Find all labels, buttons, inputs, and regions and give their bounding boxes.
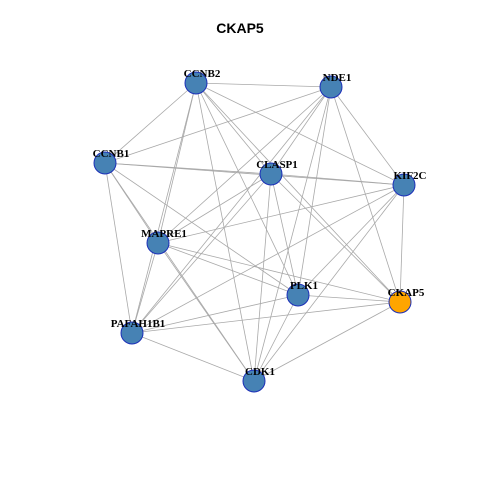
edge-plk1-pafah1b1 [131, 294, 299, 334]
graph-title: CKAP5 [216, 20, 264, 36]
edge-nde1-ckap5 [330, 86, 401, 303]
edge-nde1-clasp1 [270, 86, 332, 175]
node-label-plk1: PLK1 [290, 280, 318, 292]
edge-mapre1-plk1 [157, 242, 299, 296]
edge-kif2c-pafah1b1 [131, 184, 405, 334]
node-clasp1[interactable] [259, 162, 283, 186]
edge-nde1-mapre1 [157, 86, 332, 244]
edge-clasp1-cdk1 [253, 173, 272, 382]
node-label-clasp1: CLASP1 [256, 159, 298, 171]
node-ccnb1[interactable] [93, 151, 117, 175]
node-label-ccnb2: CCNB2 [184, 68, 221, 80]
node-ccnb2[interactable] [184, 71, 208, 95]
node-nde1[interactable] [319, 75, 343, 99]
edge-mapre1-pafah1b1 [131, 242, 159, 334]
edge-plk1-cdk1 [253, 294, 299, 382]
edge-mapre1-cdk1 [157, 242, 255, 382]
edge-layer [104, 82, 405, 382]
edge-clasp1-kif2c [270, 173, 405, 186]
edge-ccnb2-ccnb1 [104, 82, 197, 164]
edge-ccnb2-clasp1 [195, 82, 272, 175]
edge-mapre1-ckap5 [157, 242, 401, 303]
edge-ccnb2-nde1 [195, 82, 332, 88]
edge-ccnb1-plk1 [104, 162, 299, 296]
edge-clasp1-mapre1 [157, 173, 272, 244]
edge-kif2c-cdk1 [253, 184, 405, 382]
edge-ccnb2-kif2c [195, 82, 405, 186]
edge-kif2c-plk1 [297, 184, 405, 296]
edge-ckap5-pafah1b1 [131, 301, 401, 334]
node-cdk1[interactable] [242, 369, 266, 393]
edge-ckap5-cdk1 [253, 301, 401, 382]
node-label-ccnb1: CCNB1 [93, 148, 130, 160]
node-label-kif2c: KIF2C [394, 170, 427, 182]
node-pafah1b1[interactable] [120, 321, 144, 345]
edge-plk1-ckap5 [297, 294, 401, 303]
edge-clasp1-plk1 [270, 173, 299, 296]
node-layer [93, 71, 416, 393]
edge-pafah1b1-cdk1 [131, 332, 255, 382]
edge-ccnb2-pafah1b1 [131, 82, 197, 334]
edge-nde1-ccnb1 [104, 86, 332, 164]
node-plk1[interactable] [286, 283, 310, 307]
edge-nde1-plk1 [297, 86, 332, 296]
node-mapre1[interactable] [146, 231, 170, 255]
node-label-cdk1: CDK1 [245, 366, 275, 378]
edge-kif2c-ckap5 [399, 184, 405, 303]
edge-ccnb2-mapre1 [157, 82, 197, 244]
edge-ccnb2-cdk1 [195, 82, 255, 382]
edge-ccnb2-ckap5 [195, 82, 401, 303]
edge-ccnb1-pafah1b1 [104, 162, 133, 334]
edge-kif2c-mapre1 [157, 184, 405, 244]
node-label-nde1: NDE1 [323, 72, 352, 84]
node-label-ckap5: CKAP5 [388, 287, 425, 299]
node-label-mapre1: MAPRE1 [141, 228, 187, 240]
node-kif2c[interactable] [392, 173, 416, 197]
edge-clasp1-ckap5 [270, 173, 401, 303]
node-label-pafah1b1: PAFAH1B1 [111, 318, 166, 330]
edge-nde1-pafah1b1 [131, 86, 332, 334]
edge-ccnb1-kif2c [104, 162, 405, 186]
edge-nde1-cdk1 [253, 86, 332, 382]
edge-nde1-kif2c [330, 86, 405, 186]
node-ckap5[interactable] [388, 290, 412, 314]
